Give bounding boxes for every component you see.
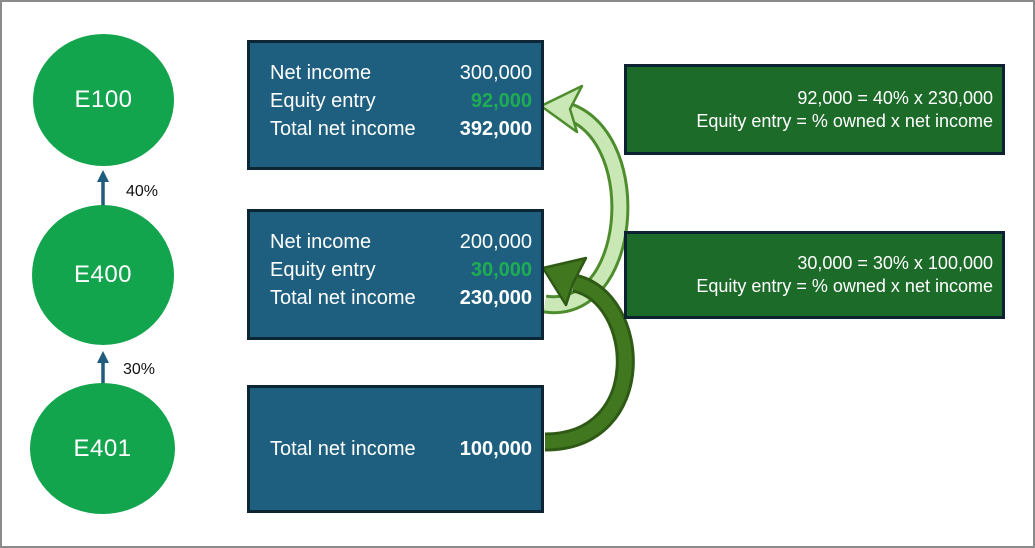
income-row: Net income 300,000	[270, 59, 532, 87]
income-row: Total net income 100,000	[270, 435, 532, 463]
income-row: Equity entry 92,000	[270, 87, 532, 115]
row-label: Total net income	[270, 118, 416, 140]
entity-node-e400: E400	[32, 205, 174, 345]
income-row: Equity entry 30,000	[270, 256, 532, 284]
callout-rule: Equity entry = % owned x net income	[696, 110, 993, 131]
entity-node-e100: E100	[33, 34, 174, 166]
entity-label: E400	[73, 261, 133, 288]
row-value-equity: 92,000	[470, 90, 532, 112]
row-value-total: 392,000	[459, 118, 532, 140]
row-value-total: 100,000	[459, 438, 532, 460]
ownership-arrow-40	[97, 170, 109, 209]
entity-label: E100	[74, 86, 133, 113]
income-row: Total net income 230,000	[270, 284, 532, 312]
row-value: 200,000	[459, 231, 532, 253]
equity-flow-arrow-dark	[541, 256, 635, 452]
row-label: Total net income	[270, 438, 416, 460]
income-row: Total net income 392,000	[270, 115, 532, 143]
row-label: Net income	[270, 62, 372, 84]
entity-label: E401	[73, 434, 132, 462]
row-value: 300,000	[459, 62, 532, 84]
callout-equity-e100: 92,000 = 40% x 230,000 Equity entry = % …	[624, 64, 1005, 155]
entity-node-e401: E401	[30, 383, 175, 514]
callout-formula: 30,000 = 30% x 100,000	[797, 253, 993, 273]
income-box-e400: Net income 200,000 Equity entry 30,000 T…	[247, 209, 544, 340]
equity-flow-arrow-light	[539, 84, 630, 315]
callout-rule: Equity entry = % owned x net income	[696, 276, 993, 296]
row-value-total: 230,000	[459, 287, 532, 309]
row-label: Equity entry	[270, 90, 376, 112]
callout-formula: 92,000 = 40% x 230,000	[797, 87, 993, 108]
income-box-e100: Net income 300,000 Equity entry 92,000 T…	[247, 40, 544, 170]
income-row: Net income 200,000	[270, 228, 532, 256]
ownership-percent-label-40: 40%	[126, 183, 159, 200]
callout-equity-e400: 30,000 = 30% x 100,000 Equity entry = % …	[624, 231, 1005, 319]
row-label: Total net income	[270, 287, 416, 309]
ownership-arrow-30	[97, 351, 109, 387]
row-value-equity: 30,000	[470, 259, 532, 281]
row-label: Net income	[270, 231, 372, 253]
row-label: Equity entry	[270, 259, 376, 281]
ownership-percent-label-30: 30%	[123, 361, 156, 378]
income-box-e401: Total net income 100,000	[247, 385, 544, 513]
